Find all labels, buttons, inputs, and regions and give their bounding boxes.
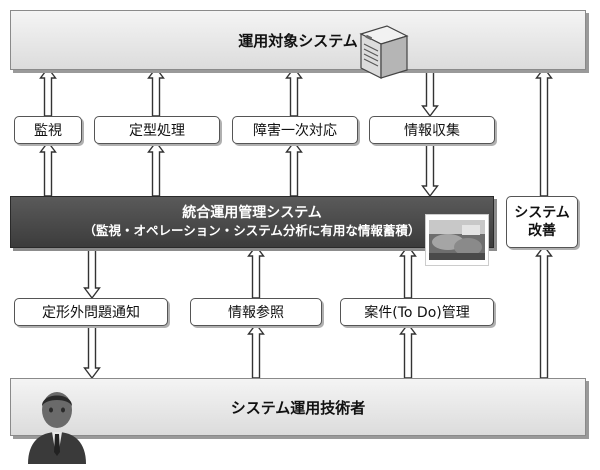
engineer-bar: システム運用技術者 [10,378,586,436]
arrow-improvement-target-up [535,66,553,197]
information-reference-label: 情報参照 [228,305,284,321]
arrow-collect-down [421,67,439,118]
arrow-central-monitoring-up [39,140,57,197]
arrow-monitoring-up [39,66,57,117]
arrow-notice-engineer-down [83,323,101,380]
case-todo-management-box: 案件(To Do)管理 [340,298,494,326]
information-reference-box: 情報参照 [190,298,322,326]
target-system-label: 運用対象システム [238,31,358,50]
information-collection-box: 情報収集 [369,116,495,144]
improvement-line2: 改善 [528,223,556,239]
primary-failure-response-label: 障害一次対応 [253,123,337,139]
arrow-reference-up [247,244,265,299]
central-title: 統合運用管理システム [182,205,322,221]
screen-photo [425,214,489,266]
integrated-management-system: 統合運用管理システム （監視・オペレーション・システム分析に有用な情報蓄積） [10,196,494,248]
system-improvement-box: システム 改善 [506,196,578,248]
person-icon [28,392,86,464]
server-icon [359,25,409,79]
arrow-central-notice-down [83,245,101,300]
monitoring-box: 監視 [14,116,82,144]
arrow-failure-up [285,66,303,117]
arrow-collect-central-down [421,141,439,198]
arrow-case-up [399,244,417,299]
non-routine-issue-notice-label: 定形外問題通知 [42,305,140,321]
information-collection-label: 情報収集 [404,123,460,139]
arrow-engineer-case-up [399,322,417,379]
routine-processing-box: 定型処理 [94,116,220,144]
monitoring-label: 監視 [34,123,62,139]
arrow-routine-up [147,66,165,117]
engineer-label: システム運用技術者 [230,398,366,417]
target-system-bar: 運用対象システム [10,10,586,70]
central-subtitle: （監視・オペレーション・システム分析に有用な情報蓄積） [83,223,421,238]
case-todo-management-label: 案件(To Do)管理 [364,305,470,321]
arrow-engineer-reference-up [247,322,265,379]
arrow-central-routine-up [147,140,165,197]
improvement-line1: システム [514,205,570,221]
primary-failure-response-box: 障害一次対応 [232,116,358,144]
arrow-central-failure-up [285,140,303,197]
non-routine-issue-notice-box: 定形外問題通知 [14,298,168,326]
routine-processing-label: 定型処理 [129,123,185,139]
arrow-engineer-improvement-up [535,244,553,379]
